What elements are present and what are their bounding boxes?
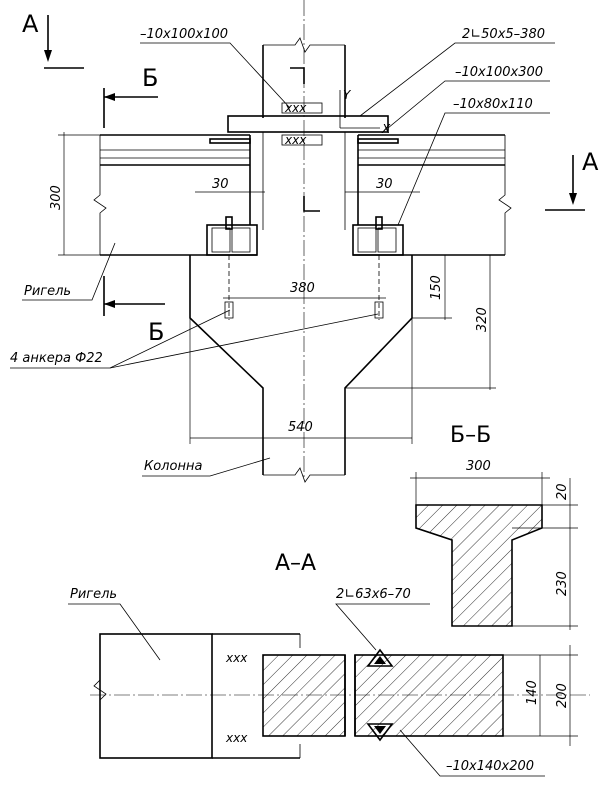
svg-text:Y: Y bbox=[343, 88, 352, 102]
svg-text:140: 140 bbox=[525, 680, 540, 705]
section-mark-b-bottom: Б bbox=[103, 276, 165, 346]
svg-text:4 анкера Ф22: 4 анкера Ф22 bbox=[10, 351, 103, 366]
section-mark-b-top: Б bbox=[103, 64, 158, 128]
anchor-bolts bbox=[224, 255, 384, 320]
column-base bbox=[189, 254, 413, 483]
svg-text:Б: Б bbox=[148, 318, 164, 346]
svg-text:ххх: ххх bbox=[225, 731, 248, 745]
label-angles-63: 2∟63x6–70 bbox=[335, 587, 430, 651]
svg-text:Б: Б bbox=[142, 64, 158, 92]
svg-text:30: 30 bbox=[376, 177, 393, 192]
svg-text:Колонна: Колонна bbox=[144, 459, 202, 474]
section-mark-a-right: А bbox=[545, 148, 599, 211]
label-plate-300: –10x100x300 bbox=[387, 65, 550, 129]
label-plate-100: –10x100x100 bbox=[140, 27, 291, 109]
label-anchors: 4 анкера Ф22 bbox=[10, 309, 379, 369]
svg-text:200: 200 bbox=[555, 683, 570, 708]
svg-text:30: 30 bbox=[212, 177, 229, 192]
dim-540: 540 bbox=[189, 318, 413, 444]
beam-left bbox=[93, 134, 251, 256]
label-angles-50: 2∟50x5–380 bbox=[359, 27, 555, 117]
section-aa: А–А ххх ххх 140 200 Ригель bbox=[68, 551, 590, 777]
svg-text:ххх: ххх bbox=[284, 133, 307, 147]
svg-text:Б–Б: Б–Б bbox=[450, 423, 491, 448]
dim-30: 30 30 bbox=[195, 177, 420, 193]
svg-text:320: 320 bbox=[475, 307, 490, 332]
label-beam-aa: Ригель bbox=[68, 587, 161, 661]
svg-text:А: А bbox=[582, 148, 599, 176]
svg-text:–10x140x200: –10x140x200 bbox=[446, 759, 534, 774]
svg-text:300: 300 bbox=[466, 459, 491, 474]
local-axis: Y X bbox=[290, 67, 391, 212]
svg-text:380: 380 bbox=[290, 281, 315, 296]
dim-150-320: 150 320 bbox=[345, 254, 496, 390]
svg-text:А: А bbox=[22, 10, 39, 38]
svg-text:ххх: ххх bbox=[225, 651, 248, 665]
svg-text:2∟63x6–70: 2∟63x6–70 bbox=[336, 587, 411, 602]
main-elevation: ххх ххх bbox=[10, 0, 599, 483]
svg-text:Ригель: Ригель bbox=[24, 284, 71, 299]
svg-text:540: 540 bbox=[288, 420, 313, 435]
top-plate: ххх ххх bbox=[227, 101, 389, 147]
section-mark-a-left: А bbox=[22, 10, 84, 69]
svg-text:20: 20 bbox=[555, 483, 570, 500]
section-bb: Б–Б 300 20 230 bbox=[410, 423, 578, 630]
svg-text:А–А: А–А bbox=[275, 551, 316, 576]
right-bracket bbox=[352, 216, 404, 256]
svg-text:–10x100x100: –10x100x100 bbox=[140, 27, 228, 42]
svg-text:ххх: ххх bbox=[284, 101, 307, 115]
svg-text:230: 230 bbox=[555, 571, 570, 596]
label-plate-110: –10x80x110 bbox=[397, 97, 550, 226]
dim-380: 380 bbox=[223, 281, 386, 299]
svg-text:–10x80x110: –10x80x110 bbox=[453, 97, 533, 112]
svg-text:–10x100x300: –10x100x300 bbox=[455, 65, 543, 80]
svg-text:300: 300 bbox=[49, 185, 64, 210]
label-beam: Ригель bbox=[22, 242, 116, 301]
beam-right bbox=[357, 134, 512, 256]
upper-column bbox=[262, 37, 346, 118]
svg-text:Ригель: Ригель bbox=[70, 587, 117, 602]
label-column: Колонна bbox=[142, 457, 271, 477]
svg-text:2∟50x5–380: 2∟50x5–380 bbox=[462, 27, 545, 42]
svg-text:X: X bbox=[381, 122, 391, 136]
dim-300: 300 bbox=[49, 132, 100, 256]
label-plate-200: –10x140x200 bbox=[399, 729, 545, 777]
svg-text:150: 150 bbox=[429, 275, 444, 300]
